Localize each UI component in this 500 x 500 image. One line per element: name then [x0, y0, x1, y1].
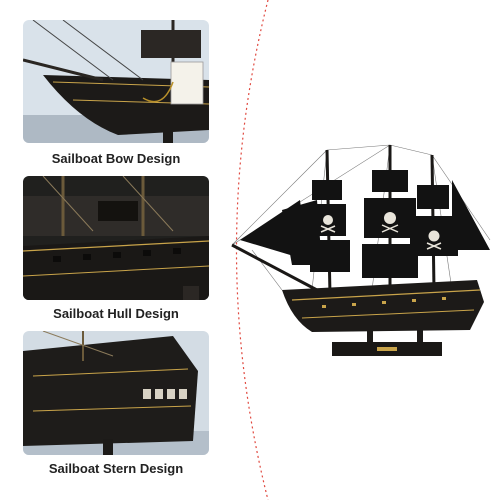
hull-caption: Sailboat Hull Design: [53, 306, 179, 321]
bow-caption: Sailboat Bow Design: [51, 151, 181, 166]
bow-photo: [23, 20, 209, 143]
stern-caption: Sailboat Stern Design: [48, 461, 184, 476]
hull-photo: [23, 176, 209, 300]
ship-model-photo: [231, 144, 491, 356]
stern-photo: [23, 331, 209, 455]
